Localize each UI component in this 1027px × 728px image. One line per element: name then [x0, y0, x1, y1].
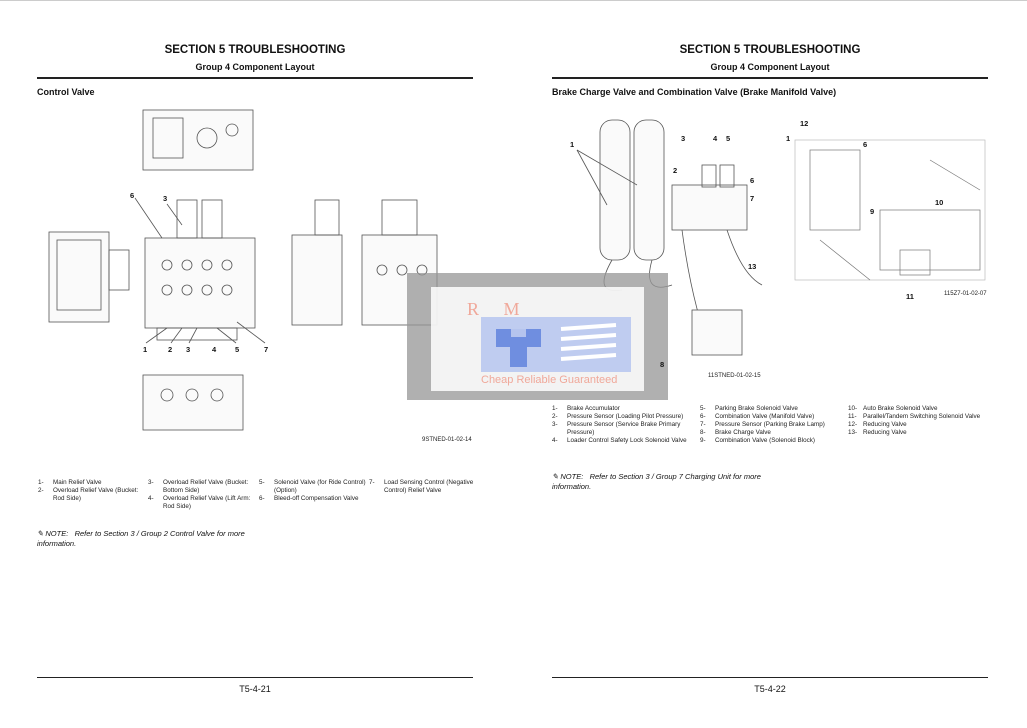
callout-b11: 11 — [906, 292, 914, 301]
callout-6-top: 6 — [130, 191, 135, 200]
legend-item: 6-Bleed-off Compensation Valve — [259, 495, 359, 502]
legend-item: 2-Overload Relief Valve (Bucket: Rod Sid… — [38, 487, 139, 502]
header-rule — [37, 77, 473, 79]
callout-6: 6 — [750, 176, 755, 185]
legend-item: 4-Loader Control Safety Lock Solenoid Va… — [552, 437, 687, 444]
wrench-document-icon — [481, 317, 631, 372]
watermark-panel: R M Cheap Reliable Guaranteed — [431, 287, 644, 391]
watermark: R M Cheap Reliable Guaranteed — [407, 273, 668, 400]
legend-item: 1-Main Relief Valve — [38, 479, 102, 486]
legend-item: 3-Overload Relief Valve (Bucket: Bottom … — [148, 479, 249, 494]
callout-3-top: 3 — [163, 194, 168, 203]
legend-col-3: 5-Solenoid Valve (for Ride Control) (Opt… — [259, 479, 369, 503]
callout-2: 2 — [168, 345, 173, 354]
legend-item: 8-Brake Charge Valve — [700, 429, 771, 436]
legend-col-1: 1-Main Relief Valve 2-Overload Relief Va… — [38, 479, 148, 503]
window-top-border — [0, 0, 1027, 1]
legend-col-3: 10-Auto Brake Solenoid Valve 11-Parallel… — [848, 405, 993, 437]
legend-item: 13-Reducing Valve — [848, 429, 907, 436]
pencil-icon: ✎ — [552, 472, 559, 481]
watermark-logo-text: R M — [467, 299, 530, 319]
note: ✎ NOTE: Refer to Section 3 / Group 2 Con… — [37, 529, 245, 548]
note: ✎ NOTE: Refer to Section 3 / Group 7 Cha… — [552, 472, 761, 491]
section-heading: Brake Charge Valve and Combination Valve… — [552, 87, 837, 97]
section-title: SECTION 5 TROUBLESHOOTING — [679, 44, 861, 56]
header-rule — [552, 77, 988, 79]
callout-5: 5 — [726, 134, 731, 143]
callout-3: 3 — [186, 345, 191, 354]
pencil-icon: ✎ — [37, 529, 44, 538]
legend-col-2: 3-Overload Relief Valve (Bucket: Bottom … — [148, 479, 258, 511]
callout-4: 4 — [212, 345, 217, 354]
callout-b12: 12 — [800, 119, 809, 128]
callout-1: 1 — [143, 345, 148, 354]
legend-item: 10-Auto Brake Solenoid Valve — [848, 405, 938, 412]
page-number: T5-4-22 — [754, 684, 786, 694]
callout-1: 1 — [570, 140, 575, 149]
legend-item: 12-Reducing Valve — [848, 421, 907, 428]
callout-b9: 9 — [870, 207, 875, 216]
legend-item: 2-Pressure Sensor (Loading Pilot Pressur… — [552, 413, 684, 420]
callout-3: 3 — [681, 134, 686, 143]
legend-item: 4-Overload Relief Valve (Lift Arm: Rod S… — [148, 495, 251, 510]
callout-b1: 1 — [786, 134, 791, 143]
footer-rule — [552, 677, 988, 678]
figure-id-2: 115Z7-01-02-07 — [944, 291, 987, 297]
page-number: T5-4-21 — [239, 684, 271, 694]
section-title: SECTION 5 TROUBLESHOOTING — [164, 44, 346, 56]
legend-item: 9-Combination Valve (Solenoid Block) — [700, 437, 815, 444]
legend-item: 3-Pressure Sensor (Service Brake Primary… — [552, 421, 681, 436]
group-title: Group 4 Component Layout — [710, 62, 830, 72]
group-title: Group 4 Component Layout — [195, 62, 315, 72]
control-valve-diagram — [48, 109, 438, 431]
legend-item: 5-Solenoid Valve (for Ride Control) (Opt… — [259, 479, 366, 494]
legend-item: 6-Combination Valve (Manifold Valve) — [700, 413, 815, 420]
callout-8: 8 — [660, 360, 665, 369]
figure-id-1: 11STNED-01-02-15 — [708, 373, 761, 379]
callout-4: 4 — [713, 134, 718, 143]
callout-13: 13 — [748, 262, 757, 271]
legend-item: 7-Pressure Sensor (Parking Brake Lamp) — [700, 421, 825, 428]
legend-col-4: 7-Load Sensing Control (Negative Control… — [369, 479, 479, 495]
footer-rule — [37, 677, 473, 678]
callout-2: 2 — [673, 166, 678, 175]
callout-5: 5 — [235, 345, 240, 354]
callout-b6: 6 — [863, 140, 868, 149]
solenoid-block-diagram — [794, 139, 986, 281]
legend-col-1: 1-Brake Accumulator 2-Pressure Sensor (L… — [552, 405, 700, 445]
callout-7: 7 — [750, 194, 755, 203]
legend-item: 5-Parking Brake Solenoid Valve — [700, 405, 798, 412]
callout-b10: 10 — [935, 198, 944, 207]
watermark-tagline: Cheap Reliable Guaranteed — [481, 374, 618, 386]
section-heading: Control Valve — [37, 87, 95, 97]
legend-item: 7-Load Sensing Control (Negative Control… — [369, 479, 474, 494]
legend-col-2: 5-Parking Brake Solenoid Valve 6-Combina… — [700, 405, 848, 445]
legend-item: 1-Brake Accumulator — [552, 405, 620, 412]
legend-item: 11-Parallel/Tandem Switching Solenoid Va… — [848, 413, 981, 420]
callout-7: 7 — [264, 345, 269, 354]
figure-id: 9STNED-01-02-14 — [422, 437, 472, 443]
